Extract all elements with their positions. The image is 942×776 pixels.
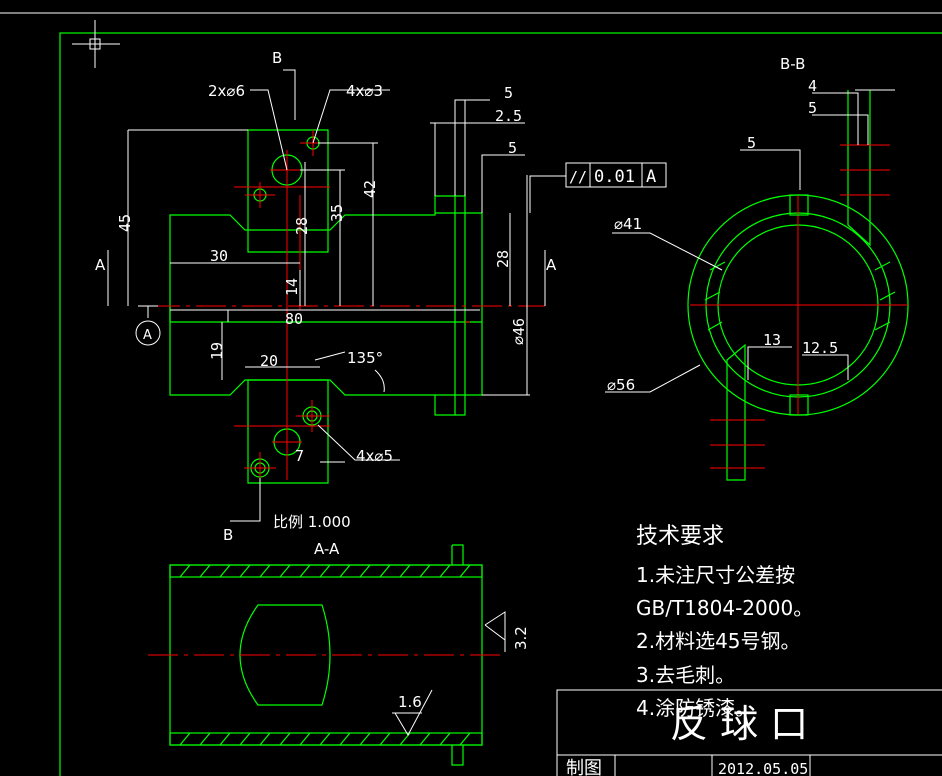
dim-28a: 28 [293, 217, 311, 235]
dim-30: 30 [210, 247, 228, 265]
section-label-b-top: B [272, 49, 282, 67]
tech-req-item: 3.去毛刺。 [636, 663, 735, 687]
roughness-16: 1.6 [398, 693, 422, 711]
front-dim-lines [107, 69, 566, 522]
section-bb [605, 89, 909, 481]
dim-5b: 5 [508, 139, 517, 157]
section-aa [148, 544, 506, 766]
section-label-b-bottom: B [223, 526, 233, 544]
bb-dim-56: ⌀56 [607, 376, 635, 394]
dim-20: 20 [260, 352, 278, 370]
dim-42: 42 [361, 180, 379, 198]
bb-dim-13: 13 [763, 331, 781, 349]
tech-req-item: 1.未注尺寸公差按 [636, 563, 795, 587]
datum-a-label: A [143, 328, 152, 343]
dim-4x3: 4x⌀3 [346, 82, 383, 100]
dim-46: ⌀46 [510, 318, 528, 345]
dim-80: 80 [285, 310, 303, 328]
title-block [556, 689, 942, 776]
dim-19: 19 [208, 342, 226, 360]
bb-dim-5b: 5 [747, 134, 756, 152]
tolerance-datum: A [646, 167, 656, 187]
tolerance-value: 0.01 [594, 167, 635, 187]
roughness-32: 3.2 [512, 626, 530, 650]
tech-req-item: 2.材料选45号钢。 [636, 629, 801, 653]
sheet-border [0, 12, 942, 776]
bb-dim-41: ⌀41 [614, 215, 642, 233]
dim-5a: 5 [504, 84, 513, 102]
section-label-a-right: A [546, 256, 557, 274]
section-title-bb: B-B [780, 55, 805, 73]
tech-req-item: GB/T1804-2000。 [636, 596, 813, 620]
dim-2x6: 2x⌀6 [208, 82, 245, 100]
tech-req-heading: 技术要求 [636, 524, 724, 549]
dim-135: 135° [347, 349, 383, 367]
tolerance-symbol: // [569, 168, 587, 186]
tech-req-item: 4.涂防锈漆。 [636, 696, 755, 720]
section-title-aa: A-A [314, 540, 340, 558]
dim-28b: 28 [494, 250, 512, 268]
bb-dim-12-5: 12.5 [802, 339, 838, 357]
part-name: 反 球 口 [670, 702, 808, 746]
dim-45: 45 [116, 214, 134, 232]
section-label-a-left: A [95, 256, 106, 274]
bb-dim-5a: 5 [808, 99, 817, 117]
date-label: 2012.05.05 [718, 760, 808, 776]
scale-label: 比例 1.000 [273, 513, 351, 531]
ucs-cursor-icon [72, 20, 120, 68]
dim-14: 14 [283, 278, 301, 296]
tolerance-frame [565, 162, 667, 188]
dim-4x5: 4x⌀5 [356, 447, 393, 465]
dim-7: 7 [295, 447, 304, 465]
dim-2-5: 2.5 [495, 107, 522, 125]
front-centerlines [150, 130, 545, 484]
dim-35: 35 [328, 204, 346, 222]
drawn-label: 制图 [566, 758, 602, 776]
bb-dim-4: 4 [808, 77, 817, 95]
